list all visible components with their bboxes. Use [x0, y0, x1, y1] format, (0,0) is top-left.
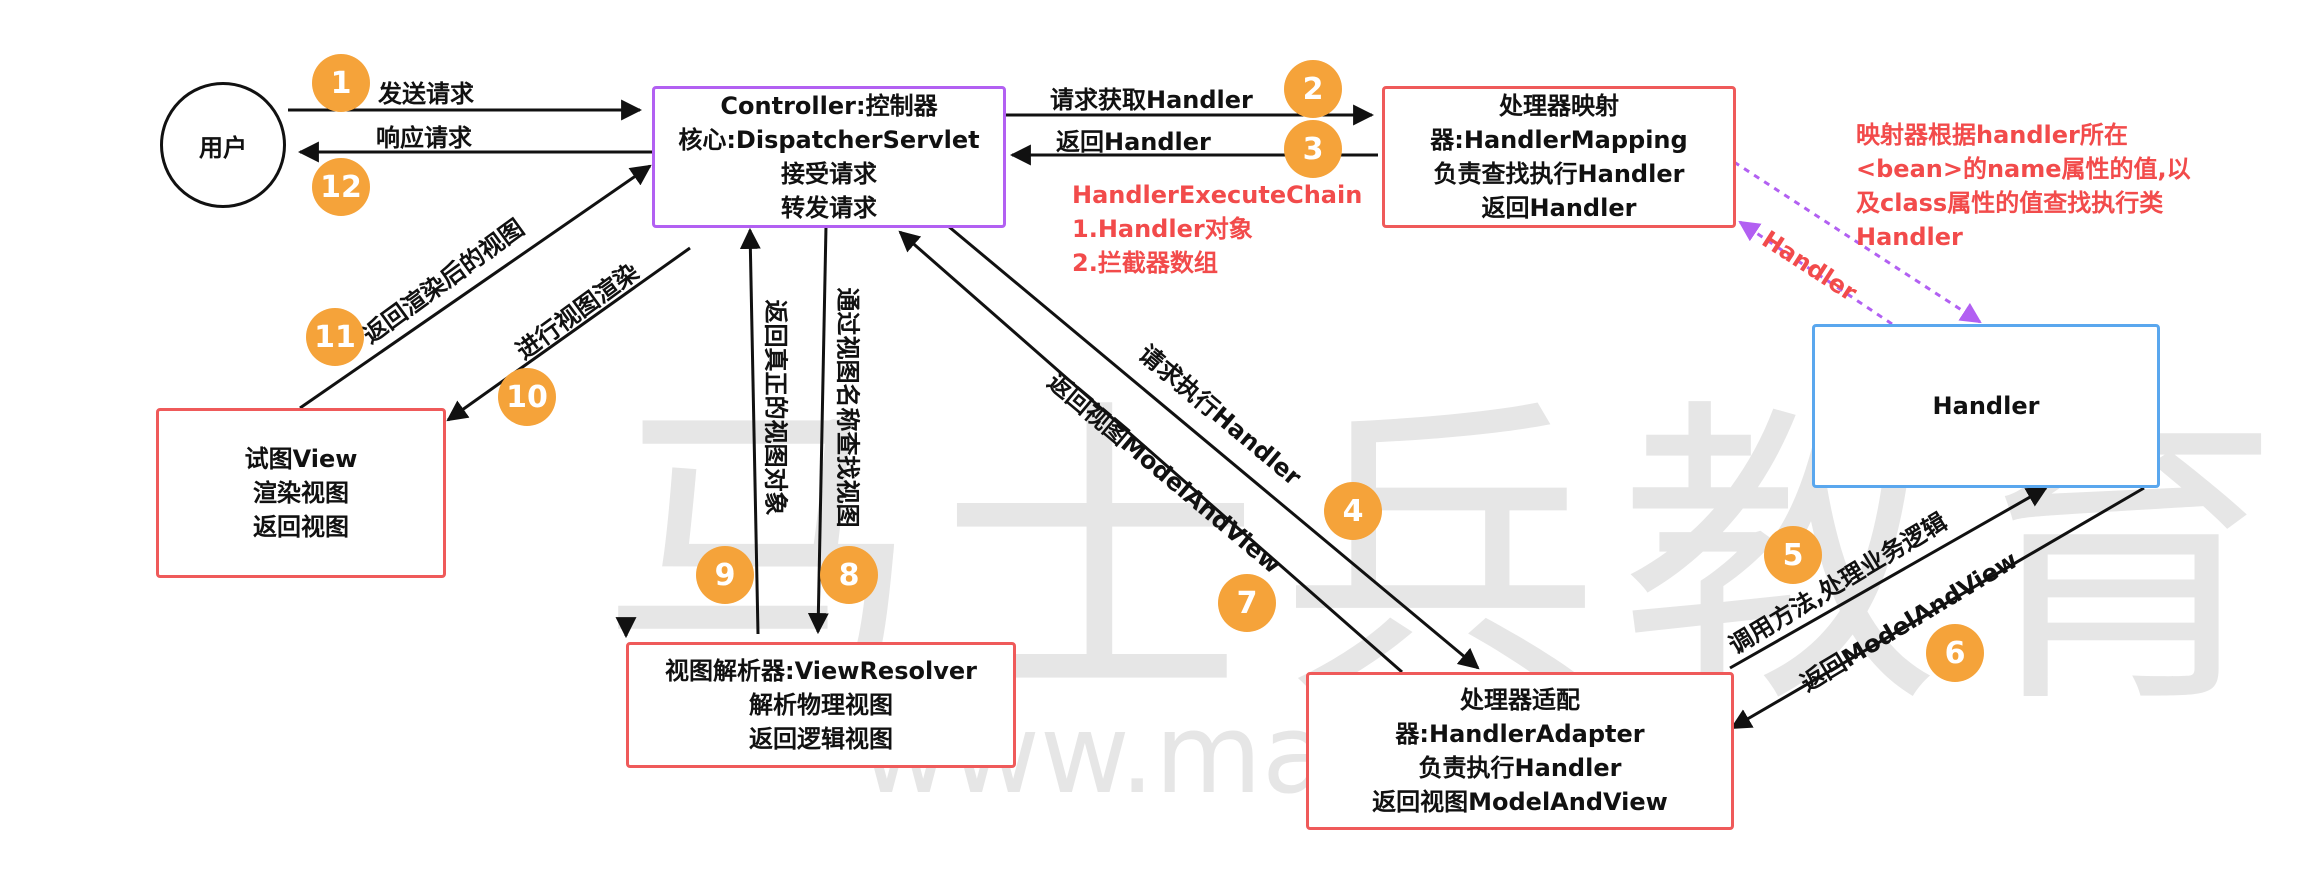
step-badge-9: 9	[696, 546, 754, 604]
note-execute-chain-line-3: 2.拦截器数组	[1072, 249, 1218, 277]
handler-mapping-line-3: 负责查找执行Handler	[1433, 160, 1685, 188]
label-return-handler: 返回Handler	[1056, 128, 1211, 156]
note-handler-execute-chain: HandlerExecuteChain 1.Handler对象 2.拦截器数组	[1072, 178, 1362, 280]
note-mapper-line-3: 及class属性的值查找执行类	[1856, 189, 2164, 217]
view-resolver-line-3: 返回逻辑视图	[749, 725, 893, 753]
arrow-return-real-view	[739, 227, 761, 635]
note-mapper-line-4: Handler	[1856, 223, 1963, 251]
step-badge-3: 3	[1284, 120, 1342, 178]
handler-adapter-node: 处理器适配 器:HandlerAdapter 负责执行Handler 返回视图M…	[1306, 672, 1734, 830]
step-badge-12: 12	[312, 158, 370, 216]
view-node: 试图View 渲染视图 返回视图	[156, 408, 446, 578]
handler-mapping-line-1: 处理器映射	[1499, 92, 1619, 120]
view-resolver-line-1: 视图解析器:ViewResolver	[665, 657, 977, 685]
controller-line-1: Controller:控制器	[720, 92, 938, 120]
step-badge-5: 5	[1764, 526, 1822, 584]
step-badge-8: 8	[820, 546, 878, 604]
note-execute-chain-line-1: HandlerExecuteChain	[1072, 181, 1363, 209]
step-badge-1: 1	[312, 54, 370, 112]
label-send-request: 发送请求	[378, 80, 474, 108]
handler-node: Handler	[1812, 324, 2160, 488]
step-badge-6: 6	[1926, 624, 1984, 682]
label-return-real-view: 返回真正的视图对象	[761, 299, 790, 516]
note-mapper-line-2: <bean>的name属性的值,以	[1856, 155, 2191, 183]
arrow-render-view	[446, 246, 691, 422]
arrow-return-model-and-view-to-controller	[898, 230, 1403, 674]
note-mapper-line-1: 映射器根据handler所在	[1856, 121, 2128, 149]
handler-adapter-line-1: 处理器适配	[1460, 686, 1580, 714]
step-badge-7: 7	[1218, 574, 1276, 632]
view-line-1: 试图View	[244, 445, 358, 473]
view-resolver-node: 视图解析器:ViewResolver 解析物理视图 返回逻辑视图	[626, 642, 1016, 768]
handler-mapping-node: 处理器映射 器:HandlerMapping 负责查找执行Handler 返回H…	[1382, 86, 1736, 228]
arrow-call-method	[1729, 486, 2048, 670]
controller-line-2: 核心:DispatcherServlet	[678, 126, 980, 154]
arrow-return-model-and-view	[1730, 486, 2145, 730]
handler-label: Handler	[1932, 392, 2040, 420]
view-line-3: 返回视图	[253, 513, 349, 541]
note-mapper: 映射器根据handler所在 <bean>的name属性的值,以 及class属…	[1856, 118, 2191, 254]
arrow-return-rendered-view	[299, 164, 652, 410]
handler-adapter-line-4: 返回视图ModelAndView	[1372, 788, 1668, 816]
user-node: 用户	[160, 82, 286, 208]
label-request-get-handler: 请求获取Handler	[1050, 86, 1253, 114]
handler-adapter-line-2: 器:HandlerAdapter	[1395, 720, 1645, 748]
label-find-view-by-name: 通过视图名称查找视图	[833, 287, 862, 528]
step-badge-11: 11	[306, 308, 364, 366]
controller-node: Controller:控制器 核心:DispatcherServlet 接受请求…	[652, 86, 1006, 228]
controller-line-3: 接受请求	[781, 160, 877, 188]
arrow-dotted-mapping-to-handler	[1733, 160, 1982, 324]
label-respond-request: 响应请求	[376, 124, 472, 152]
user-label: 用户	[199, 133, 247, 162]
view-resolver-line-2: 解析物理视图	[749, 691, 893, 719]
step-badge-4: 4	[1324, 482, 1382, 540]
arrow-find-view	[807, 225, 829, 635]
controller-line-4: 转发请求	[781, 194, 877, 222]
handler-mapping-line-2: 器:HandlerMapping	[1430, 126, 1688, 154]
handler-adapter-line-3: 负责执行Handler	[1418, 754, 1622, 782]
step-badge-10: 10	[498, 368, 556, 426]
arrow-request-execute-handler	[947, 224, 1480, 670]
step-badge-2: 2	[1284, 60, 1342, 118]
note-execute-chain-line-2: 1.Handler对象	[1072, 215, 1253, 243]
view-line-2: 渲染视图	[253, 479, 349, 507]
handler-mapping-line-4: 返回Handler	[1481, 194, 1637, 222]
